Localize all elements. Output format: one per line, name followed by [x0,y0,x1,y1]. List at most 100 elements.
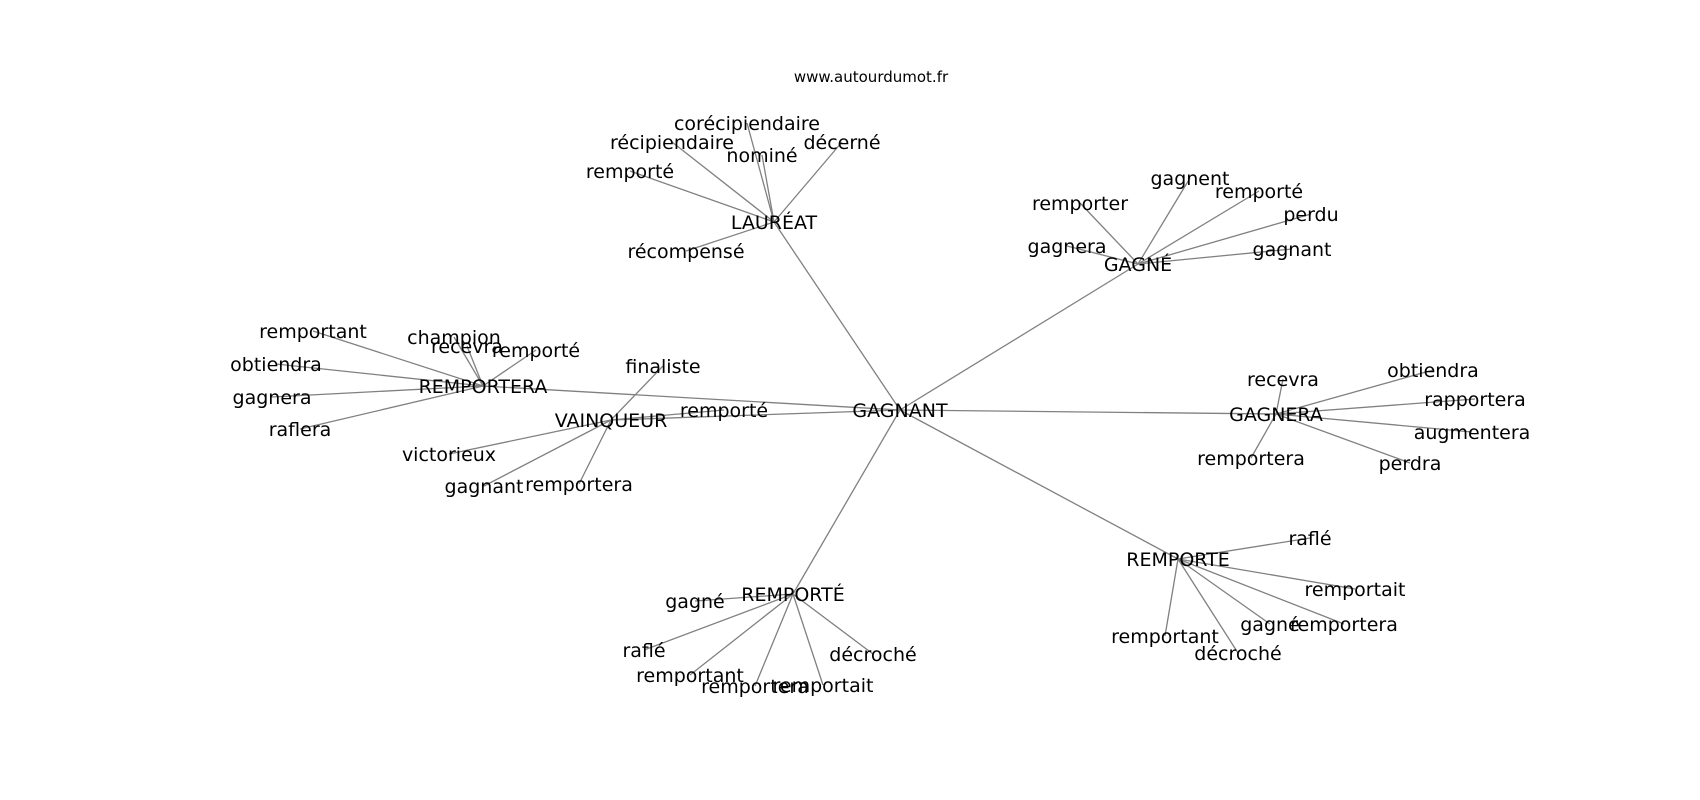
edge-2-1 [1275,369,1434,415]
edge-1-2 [1137,190,1260,265]
leaf-word[interactable]: remportera [525,474,633,496]
edge-1-1 [1079,202,1139,265]
leaf-word[interactable]: gagnant [1253,239,1332,261]
leaf-word[interactable]: perdra [1379,453,1442,475]
edge-1-4 [1066,245,1139,265]
leaf-word[interactable]: finaliste [625,356,700,378]
edge-0-0 [746,122,775,223]
edge-center-5 [610,409,901,421]
leaf-word[interactable]: gagnera [1028,236,1107,258]
leaf-word[interactable]: remporté [1215,181,1303,203]
leaf-word[interactable]: remportait [773,675,874,697]
hub-word[interactable]: GAGNÉ [1104,253,1172,276]
edge-6-3 [482,349,537,387]
edge-4-1 [643,593,794,651]
hub-word[interactable]: VAINQUEUR [555,410,668,432]
edge-0-2 [761,154,775,223]
center-word[interactable]: GAGNANT [852,400,948,422]
leaf-word[interactable]: champion [407,327,501,349]
edge-5-2 [448,419,612,455]
leaf-word[interactable]: gagnant [445,476,524,498]
leaf-word[interactable]: remportait [1305,579,1406,601]
edge-2-2 [1275,398,1476,415]
leaf-word[interactable]: obtiendra [1387,360,1479,382]
leaf-word[interactable]: gagné [665,591,725,613]
leaf-word[interactable]: augmentera [1414,422,1531,444]
edge-center-0 [773,221,901,411]
edge-center-2 [899,409,1277,415]
edge-3-3 [1177,558,1345,625]
edge-0-1 [671,141,775,223]
leaf-word[interactable]: recevra [1247,369,1319,391]
leaf-word[interactable]: remportera [1290,614,1398,636]
edge-6-4 [275,363,484,387]
edge-2-5 [1250,413,1277,459]
leaf-word[interactable]: remporté [680,400,768,422]
leaf-word[interactable]: gagné [1240,614,1300,636]
edge-0-3 [773,141,843,223]
edge-6-1 [453,336,484,387]
leaf-word[interactable]: nominé [726,145,797,167]
edge-6-6 [299,385,484,430]
leaf-word[interactable]: raflera [269,419,332,441]
edge-1-5 [1137,248,1293,265]
leaf-word[interactable]: remportant [259,321,367,343]
hub-word[interactable]: REMPORTERA [419,376,548,398]
edge-4-5 [792,593,874,655]
leaf-word[interactable]: recevra [431,336,503,358]
edge-6-0 [312,330,484,387]
source-label: www.autourdumot.fr [794,68,949,86]
leaf-word[interactable]: décroché [1194,643,1281,665]
edge-3-1 [1177,558,1356,590]
leaf-word[interactable]: décroché [829,644,916,666]
edge-3-5 [1177,558,1239,654]
edge-5-3 [483,419,612,487]
leaf-word[interactable]: victorieux [402,444,496,466]
edge-1-3 [1137,213,1312,265]
hub-word[interactable]: GAGNERA [1229,404,1323,426]
leaf-word[interactable]: remportera [701,676,809,698]
edge-4-2 [689,593,794,676]
leaf-word[interactable]: raflé [622,640,665,662]
leaf-word[interactable]: remporté [586,161,674,183]
leaf-word[interactable]: remportant [636,665,744,687]
edge-2-3 [1275,413,1473,433]
leaf-word[interactable]: remportant [1111,626,1219,648]
hub-word[interactable]: LAURÉAT [731,211,818,234]
edge-5-4 [578,419,612,485]
edge-5-1 [610,409,725,421]
hub-word[interactable]: REMPORTÉ [741,583,844,606]
edge-4-4 [792,593,824,686]
leaf-word[interactable]: gagnent [1151,168,1230,190]
edge-6-2 [466,345,484,387]
leaf-word[interactable]: perdu [1283,204,1338,226]
edge-3-4 [1164,558,1179,637]
leaf-word[interactable]: remporter [1032,193,1128,215]
edge-0-5 [685,221,775,252]
edge-center-1 [899,263,1139,411]
edge-2-4 [1275,413,1411,464]
hub-word[interactable]: REMPORTE [1126,549,1229,571]
edge-center-4 [792,409,901,595]
edge-6-5 [271,385,484,398]
leaf-word[interactable]: raflé [1288,528,1331,550]
leaf-word[interactable]: rapportera [1424,389,1526,411]
edge-center-6 [482,385,901,411]
leaf-word[interactable]: récompensé [627,241,744,263]
leaf-word[interactable]: remporté [492,340,580,362]
leaf-word[interactable]: remportera [1197,448,1305,470]
edge-4-3 [754,593,794,687]
leaf-word[interactable]: obtiendra [230,354,322,376]
leaf-word[interactable]: récipiendaire [610,132,734,154]
edge-center-3 [899,409,1179,560]
leaf-word[interactable]: corécipiendaire [674,113,820,135]
edge-0-4 [629,170,775,223]
leaf-word[interactable]: gagnera [233,387,312,409]
edge-3-0 [1177,537,1311,560]
edge-3-2 [1177,558,1271,625]
edge-1-0 [1137,177,1191,265]
leaf-word[interactable]: décerné [803,132,880,154]
labels-layer: GAGNANT LAURÉAT corécipiendairerécipiendai… [230,113,1530,698]
edge-4-0 [694,593,794,602]
